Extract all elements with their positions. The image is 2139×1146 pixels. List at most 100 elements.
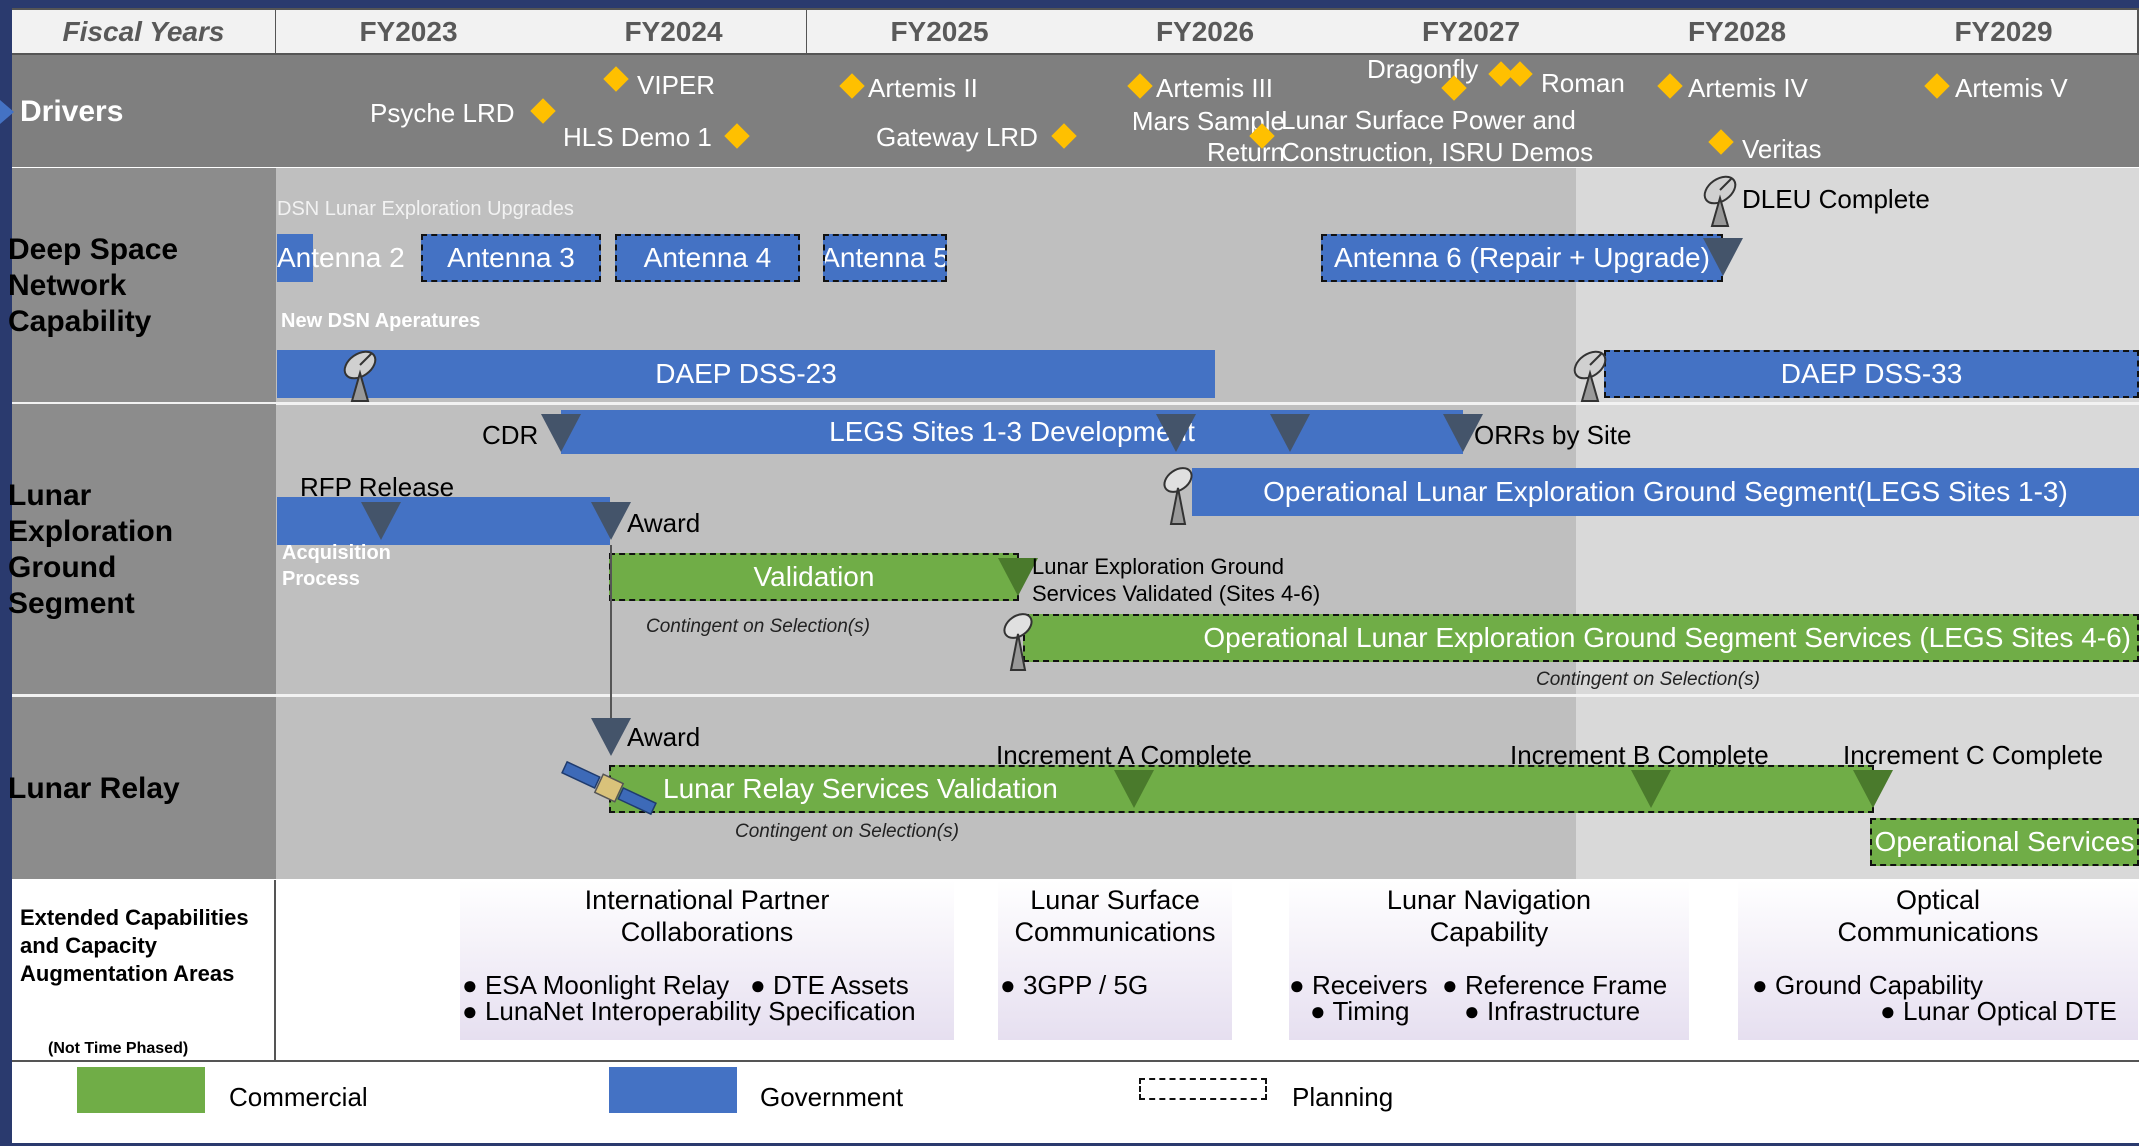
bar-operational-legs-1-3: Operational Lunar Exploration Ground Seg… — [1192, 468, 2139, 516]
ext-oc-bullet-1: ● Ground Capability — [1752, 970, 1984, 1000]
ext-label-bg — [12, 880, 276, 1060]
bar-legs-sites-1-3-development: LEGS Sites 1-3 Development — [561, 410, 1463, 454]
bar-antenna-2-label: Antenna 2 — [277, 242, 405, 273]
antenna-dish-icon — [343, 350, 377, 402]
milestone-triangle-icon — [361, 502, 401, 540]
ext-oc-bullet-2: ● Lunar Optical DTE — [1880, 996, 2117, 1026]
driver-dragonfly: Dragonfly — [1367, 54, 1479, 84]
bar-operational-legs-4-6: Operational Lunar Exploration Ground Seg… — [1023, 614, 2139, 662]
year-header-fy2025: FY2025 — [807, 8, 1074, 55]
driver-gateway-lrd: Gateway LRD — [876, 122, 1038, 152]
driver-artemis-ii: Artemis II — [868, 73, 978, 103]
milestone-triangle-icon — [1156, 414, 1196, 452]
milestone-triangle-icon — [1270, 414, 1310, 452]
row-label-dsn: Deep Space Network Capability — [8, 233, 179, 338]
bar-lunar-relay-validation: Lunar Relay Services Validation — [609, 765, 1874, 813]
legs-cdr: CDR — [482, 420, 539, 450]
row-label-legs: Lunar Exploration Ground Segment — [8, 479, 174, 620]
legs-acquisition-line1: Acquisition — [282, 542, 391, 564]
driver-artemis-iv: Artemis IV — [1688, 73, 1808, 103]
legend-divider — [12, 1060, 2139, 1062]
row-label-bg-legs — [12, 404, 276, 694]
ext-lnc-bullet-4: ● Infrastructure — [1464, 996, 1641, 1026]
legs-validated-line1: Lunar Exploration Ground — [1032, 554, 1284, 579]
driver-lunar-surface-power: Lunar Surface Power and Construction, IS… — [1281, 105, 1594, 167]
milestone-triangle-icon — [591, 502, 631, 540]
dsn-dleu-complete: DLEU Complete — [1742, 184, 1930, 214]
legend-government-label: Government — [760, 1082, 904, 1112]
ext-lnc-bullet-3: ● Timing — [1310, 996, 1410, 1026]
drivers-row-bg — [12, 55, 2139, 167]
ext-ipc-bullet-1: ● ESA Moonlight Relay — [462, 970, 730, 1000]
row-label-bg-relay — [12, 697, 276, 879]
row-arrow-icon — [0, 100, 14, 124]
antenna-dish-icon — [1703, 175, 1737, 227]
bar-operational-services: Operational Services — [1870, 818, 2139, 866]
bar-antenna-4: Antenna 4 — [615, 234, 800, 282]
driver-artemis-iii: Artemis III — [1156, 73, 1274, 103]
bar-antenna-5: Antenna 5 — [823, 234, 947, 282]
year-header-fy2023: FY2023 — [276, 8, 543, 55]
legs-award: Award — [627, 508, 701, 538]
year-header-fy2029: FY2029 — [1870, 8, 2139, 55]
row-label-relay: Lunar Relay — [8, 772, 180, 805]
milestone-triangle-icon — [1114, 770, 1154, 808]
milestone-triangle-icon — [998, 558, 1038, 596]
year-header-fy2024: FY2024 — [541, 8, 808, 55]
legs-orrs-by-site: ORRs by Site — [1474, 420, 1632, 450]
relay-award: Award — [627, 722, 701, 752]
dsn-upgrades-label: DSN Lunar Exploration Upgrades — [277, 198, 574, 220]
row-divider — [12, 402, 2139, 405]
driver-roman: Roman — [1541, 68, 1625, 98]
legend-planning-swatch — [1139, 1078, 1267, 1100]
driver-psyche-lrd: Psyche LRD — [370, 98, 515, 128]
fiscal-years-header: Fiscal Years — [12, 8, 277, 55]
legs-validated-line2: Services Validated (Sites 4-6) — [1032, 581, 1321, 606]
driver-viper: VIPER — [637, 70, 716, 100]
bar-legs-validation: Validation — [609, 553, 1019, 601]
legend-commercial-label: Commercial — [229, 1082, 368, 1112]
legs-contingent-note-2: Contingent on Selection(s) — [1536, 669, 1760, 690]
satellite-icon — [561, 760, 657, 816]
ext-ipc-bullet-3: ● LunaNet Interoperability Specification — [462, 996, 916, 1026]
award-connector-line — [610, 545, 612, 720]
relay-contingent-note: Contingent on Selection(s) — [735, 821, 959, 842]
antenna-dish-icon — [1003, 613, 1033, 671]
legs-acquisition-line2: Process — [282, 568, 360, 590]
row-label-bg-dsn — [12, 168, 276, 402]
row-label-drivers: Drivers — [20, 95, 124, 128]
year-header-fy2028: FY2028 — [1604, 8, 1872, 55]
bar-antenna-2: Antenna 2 — [277, 234, 405, 282]
milestone-triangle-icon — [1703, 238, 1743, 276]
milestone-triangle-icon — [1443, 414, 1483, 452]
bar-daep-dss-23: DAEP DSS-23 — [277, 350, 1215, 398]
ext-ipc-bullet-2: ● DTE Assets — [750, 970, 909, 1000]
antenna-dish-icon — [1163, 467, 1193, 525]
driver-veritas: Veritas — [1742, 134, 1822, 164]
year-header-fy2027: FY2027 — [1338, 8, 1606, 55]
ext-lsc-bullet-1: ● 3GPP / 5G — [1000, 970, 1149, 1000]
legend-commercial-swatch — [77, 1067, 205, 1113]
legs-contingent-note-1: Contingent on Selection(s) — [646, 616, 870, 637]
ext-not-time-phased: (Not Time Phased) — [48, 1040, 189, 1057]
legend-government-swatch — [609, 1067, 737, 1113]
legend-planning-label: Planning — [1292, 1082, 1394, 1112]
year-header-fy2026: FY2026 — [1072, 8, 1340, 55]
bar-daep-dss-33: DAEP DSS-33 — [1604, 350, 2139, 398]
milestone-triangle-icon — [1631, 770, 1671, 808]
driver-artemis-v: Artemis V — [1955, 73, 2068, 103]
milestone-triangle-icon — [591, 718, 631, 756]
milestone-triangle-icon — [541, 414, 581, 452]
row-divider — [12, 694, 2139, 697]
row-label-ext: Extended Capabilities and Capacity Augme… — [20, 905, 249, 986]
ext-lnc-bullet-1: ● Receivers — [1289, 970, 1428, 1000]
antenna-dish-icon — [1573, 350, 1607, 402]
ext-lnc-bullet-2: ● Reference Frame — [1442, 970, 1668, 1000]
